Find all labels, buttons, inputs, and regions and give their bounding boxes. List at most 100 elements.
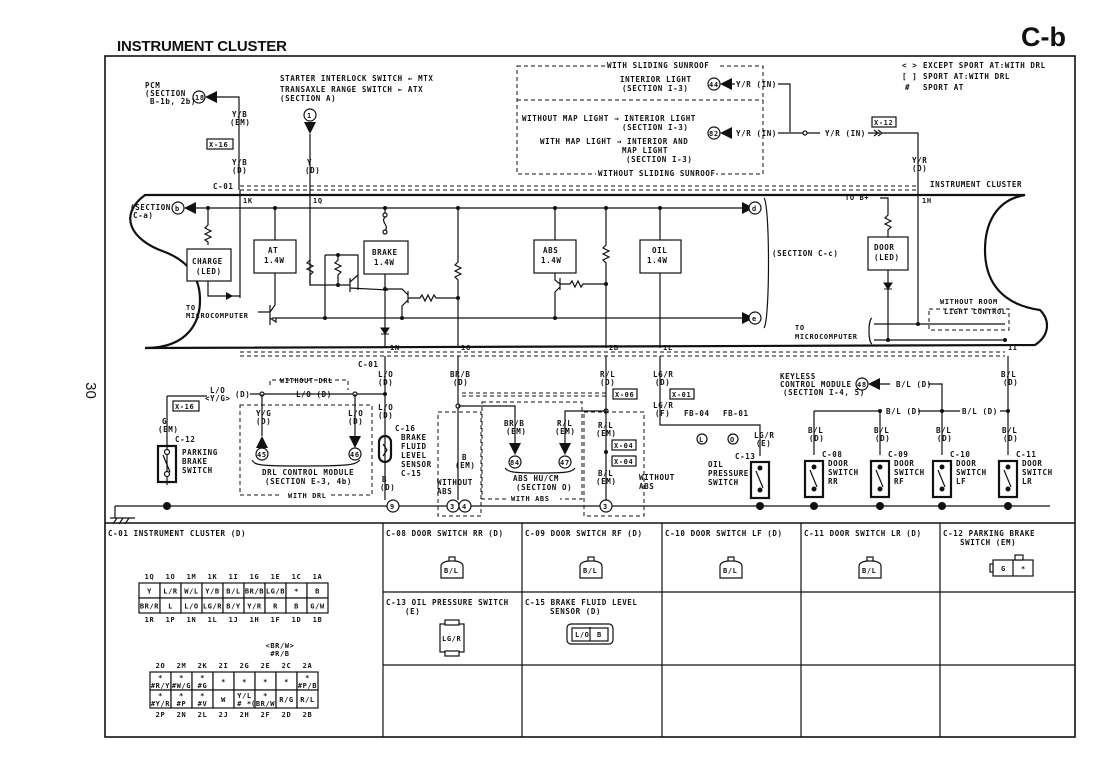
pin-label: 1Q	[313, 197, 323, 205]
legend-symbol: < >	[902, 61, 917, 70]
pin-wire-color: B	[315, 588, 320, 596]
wire-spec: (D)	[937, 434, 952, 443]
wire-color: BR/B	[504, 419, 524, 428]
pin-number: 1D	[292, 616, 302, 624]
wire-spec: (D)	[378, 378, 393, 387]
connector-id: X-06	[615, 391, 634, 399]
wire-color: B/L	[598, 469, 613, 478]
pin-number: 1L	[208, 616, 218, 624]
section-ref: (SECTION I-3)	[622, 84, 689, 93]
pin-wire-color: B/L	[226, 588, 240, 596]
connector-id: C-12	[175, 435, 195, 444]
wire-spec: (D)	[1003, 434, 1018, 443]
wire-color: Y/R (IN)	[736, 80, 777, 89]
ref-number: 48	[857, 381, 867, 389]
ref-letter: L	[699, 436, 704, 444]
pin-wire-color: L/R	[163, 588, 178, 596]
lamp-spec: (LED)	[874, 253, 900, 262]
wire-color: <Y/G>	[205, 394, 231, 403]
pin-label: *	[1021, 565, 1026, 573]
wire-spec: (EM)	[596, 477, 616, 486]
wire-spec: (D)	[1003, 378, 1018, 387]
door-switch-rr: B/L (D) C-08 DOOR SWITCH RR	[803, 426, 858, 510]
oil-lamp	[639, 239, 682, 274]
sensor-label: BRAKE	[401, 433, 427, 442]
legend-text: SPORT AT	[923, 83, 964, 92]
keyless-label: CONTROL MODULE	[780, 380, 852, 389]
wire-color: B/L (D)	[886, 407, 922, 416]
connector-title: C-11 DOOR SWITCH LR (D)	[804, 529, 922, 538]
wire-color: B/L	[874, 426, 889, 435]
pin-wire-color: B	[294, 603, 299, 611]
cluster-outline	[129, 193, 1048, 350]
sensor-label: C-15	[401, 469, 421, 478]
section-ref: (SECTION E-3, 4b)	[265, 477, 352, 486]
wire-color: Y/G	[256, 409, 271, 418]
pin-label: B/L	[862, 567, 876, 575]
abs-label: WITH ABS	[511, 495, 550, 503]
wire-color: Y/R (IN)	[825, 129, 866, 138]
door-switch-rf: B/L (D) C-09 DOOR SWITCH RF	[869, 426, 924, 510]
section-ref: (SECTION O)	[516, 483, 572, 492]
pin-label: 1L	[663, 344, 673, 352]
wire-color: B	[382, 475, 387, 484]
abs-block: BR/B (D) B (EM) WITHOUT ABS 3 4 BR/B (EM…	[437, 356, 609, 517]
wire-color: LG/R	[754, 431, 774, 440]
at-lamp	[253, 239, 297, 274]
wire-color: L/O	[210, 386, 225, 395]
pin-number: 2E	[261, 662, 271, 670]
wire-color: B/L	[1001, 370, 1016, 379]
ref-number: 45	[257, 451, 267, 459]
switch-label: SWITCH	[708, 478, 739, 487]
switch-label: OIL	[708, 460, 723, 469]
connector-title: C-12 PARKING BRAKE	[943, 529, 1035, 538]
pin-wire-color: LG/R	[203, 603, 222, 611]
switch-label: DOOR	[1022, 459, 1042, 468]
pin-number: 1N	[187, 616, 197, 624]
ref-number: 46	[350, 451, 360, 459]
pin-label: 2B	[609, 344, 619, 352]
lamp-name: OIL	[652, 246, 667, 255]
wire-color: B/L (D)	[896, 380, 932, 389]
section-ref: (SECTION I-3)	[626, 155, 693, 164]
drl-label: WITH DRL	[288, 492, 327, 500]
wire-spec: (D)	[348, 417, 363, 426]
ref-number: 1	[307, 112, 312, 120]
wire-spec: (EM)	[596, 429, 616, 438]
pin-number: 1P	[166, 616, 176, 624]
section-ref: (SECTION I-4, 5)	[783, 388, 865, 397]
connector-id: C-10	[950, 450, 970, 459]
brake-lamp	[363, 240, 409, 275]
rl-circuit: R/L (D) X-06 R/L (EM) X-04 X-04 B/L (EM)…	[583, 356, 674, 517]
pin-number: 2F	[261, 711, 271, 719]
pin-wire-color: B/Y	[226, 603, 241, 611]
pin-wire-color: # *	[237, 700, 251, 708]
pin-number: 1E	[271, 573, 281, 581]
pin-note: #R/B	[270, 650, 289, 658]
pin-wire-color: L	[168, 603, 173, 611]
pin-number: 2H	[240, 711, 250, 719]
ref-letter: d	[752, 205, 757, 213]
pin-number: 2N	[177, 711, 187, 719]
pin-wire-color: Y/B	[205, 588, 219, 596]
pin-wire-color: #V	[198, 700, 208, 708]
pin-number: 2P	[156, 711, 166, 719]
pin-wire-color: (BR/W)	[251, 700, 280, 708]
lamp-spec: (LED)	[196, 267, 222, 276]
abs-label: ABS HU/CM	[513, 474, 559, 483]
pin-number: 2B	[303, 711, 313, 719]
ref-number: 9	[390, 503, 395, 511]
pin-label: 1H	[922, 197, 932, 205]
cluster-label: INSTRUMENT CLUSTER	[930, 180, 1022, 189]
wire-spec: (D)	[809, 434, 824, 443]
sensor-label: LEVEL	[401, 451, 427, 460]
pin-wire-color: *	[263, 692, 268, 700]
drl-label: DRL CONTROL MODULE	[262, 468, 354, 477]
wire-spec: (D)	[655, 378, 670, 387]
connector-id: FB-04	[684, 409, 710, 418]
pin-wire-color: L/O	[184, 603, 198, 611]
abs-label: ABS	[639, 482, 654, 491]
